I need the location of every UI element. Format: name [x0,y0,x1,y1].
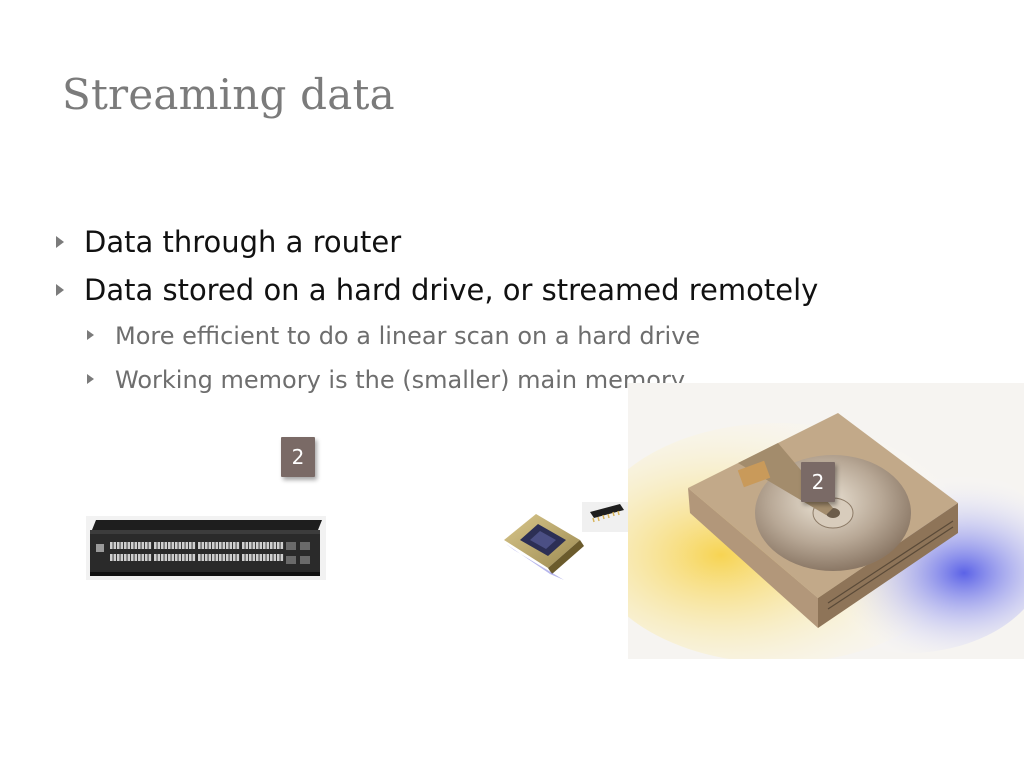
hard-drive-icon [628,383,1024,659]
slide-number-badge: 2 [281,437,315,477]
bullet-text: Data stored on a hard drive, or streamed… [84,273,819,307]
slide-number-badge: 2 [801,462,835,502]
cpu-and-memory-chip-icon [494,500,630,590]
bullet-item-router: Data through a router [52,218,1002,266]
sub-bullet-arrow-icon [87,374,94,384]
bullet-text: Data through a router [84,225,402,259]
sub-bullet-item-working-memory: Working memory is the (smaller) main mem… [52,358,1002,402]
sub-bullet-text: Working memory is the (smaller) main mem… [115,366,686,394]
bullet-arrow-icon [56,236,64,248]
bullet-list: Data through a router Data stored on a h… [52,218,1002,402]
bullet-item-hard-drive: Data stored on a hard drive, or streamed… [52,266,1002,314]
sub-bullet-text: More efficient to do a linear scan on a … [115,322,701,350]
bullet-arrow-icon [56,284,64,296]
slide-title: Streaming data [62,70,395,119]
sub-bullet-arrow-icon [87,330,94,340]
sub-bullet-item-linear-scan: More efficient to do a linear scan on a … [52,314,1002,358]
network-switch-icon [86,516,326,580]
